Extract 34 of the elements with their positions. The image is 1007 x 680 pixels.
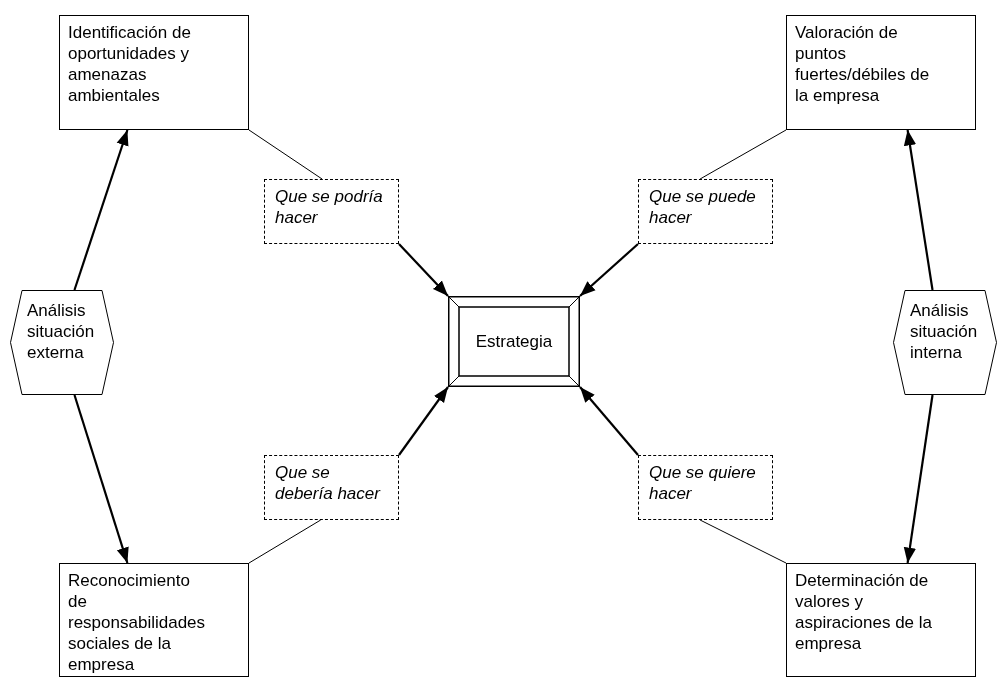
dashed-box <box>264 179 399 244</box>
node-label: Reconocimiento de responsabilidades sociales de la empresa <box>68 570 207 675</box>
hexagon <box>893 290 997 395</box>
arrow <box>73 129 129 291</box>
connector-line <box>699 519 787 564</box>
dashed-box <box>638 455 773 520</box>
node-label: Determinación de valores y aspiraciones de la empresa <box>795 570 934 654</box>
node-label: Que se quiere hacer <box>649 462 757 504</box>
process-box <box>786 15 976 130</box>
node-label: Estrategia <box>475 331 553 352</box>
dashed-box <box>638 179 773 244</box>
connector-line <box>248 129 323 180</box>
connector-line <box>248 519 322 564</box>
connector-line <box>699 129 787 180</box>
node-label: Que se podría hacer <box>275 186 384 228</box>
node-label: Identificación de oportunidades y amenazas ambientales <box>68 22 192 106</box>
dashed-box <box>264 455 399 520</box>
node-label: Que se puede hacer <box>649 186 757 228</box>
process-box <box>59 15 249 130</box>
arrow <box>903 394 934 564</box>
hexagon <box>10 290 114 395</box>
node-label: Valoración de puntos fuertes/débiles de la empresa <box>795 22 931 106</box>
process-box <box>59 563 249 677</box>
node-label: Análisis situación externa <box>27 300 96 363</box>
arrow <box>579 386 639 456</box>
arrow <box>903 129 934 291</box>
arrow <box>398 386 449 456</box>
arrow <box>579 243 639 297</box>
node-label: Análisis situación interna <box>910 300 979 363</box>
process-box <box>786 563 976 677</box>
arrow <box>73 394 129 564</box>
node-label: Que se debería hacer <box>275 462 382 504</box>
double-frame-box <box>448 296 580 387</box>
arrow <box>398 243 449 297</box>
